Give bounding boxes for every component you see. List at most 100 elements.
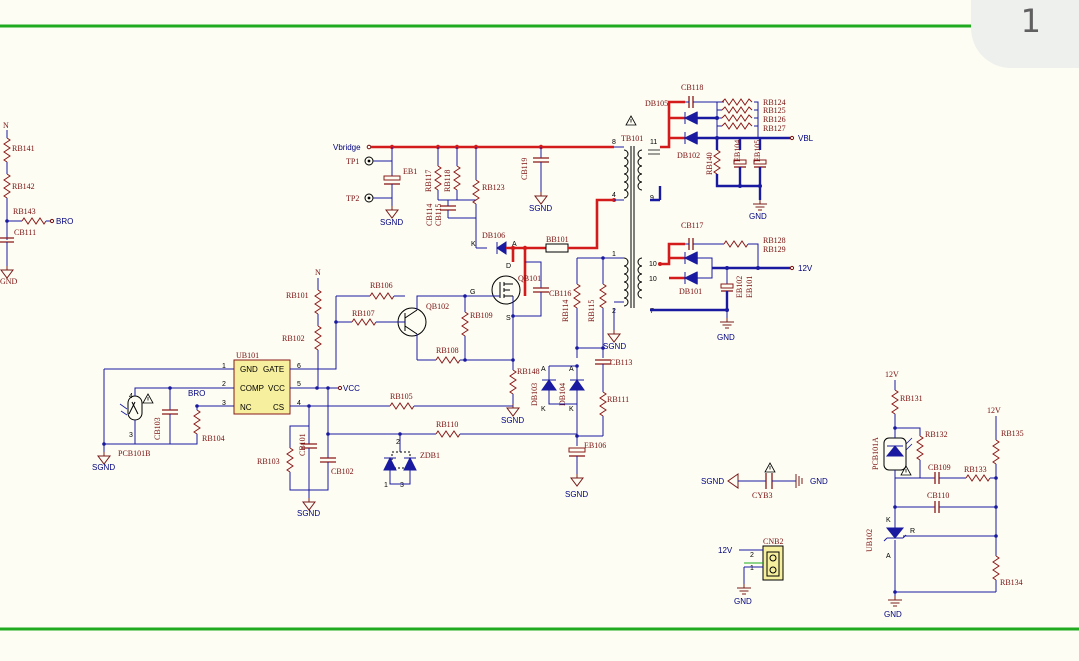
transformer-tb101: TB101 8 4 11 9 1 2 10 10 7 SGND xyxy=(603,115,660,351)
rb117-label: RB117 xyxy=(424,170,433,192)
tb101-pin-8: 8 xyxy=(612,139,616,146)
ub102-pin-k: K xyxy=(886,517,891,524)
cb110-label: CB110 xyxy=(927,491,949,500)
tp1-label: TP1 xyxy=(346,157,359,166)
cb101-label: CB101 xyxy=(298,433,307,456)
tb101-label: TB101 xyxy=(621,134,643,143)
net-label-bro-ub101: BRO xyxy=(188,389,205,398)
ub101-pinnum-2: 2 xyxy=(222,381,226,388)
eb102-label: EB102 xyxy=(735,276,744,298)
net-label-12v-fb: 12V xyxy=(885,370,899,379)
pcb101a-label: PCB101A xyxy=(871,437,880,470)
gnd-label-cyb3: GND xyxy=(810,477,828,486)
eb101-label: EB101 xyxy=(745,276,754,298)
db103-label: DB103 xyxy=(530,383,539,406)
controller-ub101: UB101 GND GATE COMP VCC NC CS 1 2 3 6 5 … xyxy=(92,268,577,518)
eb106-label: EB106 xyxy=(584,441,606,450)
gnd-label-vbl: GND xyxy=(749,212,767,221)
rb101-label: RB101 xyxy=(286,291,309,300)
cnb2-label: CNB2 xyxy=(763,537,783,546)
rb109-label: RB109 xyxy=(470,311,493,320)
db106-pin-a: A xyxy=(512,241,517,248)
net-label-12v-cnb2: 12V xyxy=(718,546,733,555)
rb111-label: RB111 xyxy=(607,395,629,404)
ub101-pinnum-3: 3 xyxy=(222,400,226,407)
rb141-label: RB141 xyxy=(12,144,35,153)
rb105-label: RB105 xyxy=(390,392,413,401)
rb143-label: RB143 xyxy=(13,207,36,216)
rb123-label: RB123 xyxy=(482,183,505,192)
cb109-label: CB109 xyxy=(928,463,951,472)
cb116-label: CB116 xyxy=(549,289,571,298)
qb102-label: QB102 xyxy=(426,302,449,311)
cb115-label: CB115 xyxy=(434,204,443,226)
pcb101b-label: PCB101B xyxy=(118,449,150,458)
rb148-label: RB148 xyxy=(517,367,540,376)
rb110-label: RB110 xyxy=(436,420,458,429)
cb113-label: CB113 xyxy=(610,358,632,367)
page-badge: 1 xyxy=(971,0,1079,68)
zdb1-pin-3: 3 xyxy=(400,482,404,489)
eb104-label: EB104 xyxy=(733,140,742,162)
rb114-label: RB114 xyxy=(561,300,570,322)
net-label-12v-rb135: 12V xyxy=(987,406,1001,415)
sgnd-label-cyb3: SGND xyxy=(701,477,724,486)
ub101-pinnum-4: 4 xyxy=(297,400,301,407)
ub101-pin-cs: CS xyxy=(273,403,284,412)
rb106-label: RB106 xyxy=(370,281,393,290)
bro-divider: N RB141 RB142 RB143 BRO CB111 GND xyxy=(0,121,73,286)
rb102-label: RB102 xyxy=(282,334,305,343)
ub101-pin-nc: NC xyxy=(240,403,252,412)
rb128-label: RB128 xyxy=(763,236,786,245)
db103-pin-a: A xyxy=(541,366,546,373)
rb133-label: RB133 xyxy=(964,465,987,474)
sgnd-label-eb1: SGND xyxy=(380,218,403,227)
net-label-n-left: N xyxy=(3,121,9,130)
tb101-pin-7: 7 xyxy=(650,308,654,315)
switching-stage: QB101 G D S CB116 RB114 RB115 CB113 RB11… xyxy=(336,248,632,499)
db104-pin-k: K xyxy=(569,406,574,413)
zdb1-label: ZDB1 xyxy=(420,451,440,460)
db101-label: DB101 xyxy=(679,287,702,296)
net-label-vbl: VBL xyxy=(798,134,814,143)
input-section: Vbridge TP1 TP2 EB1 SGND RB117 RB118 CB1… xyxy=(333,143,616,255)
db105-label: DB105 xyxy=(645,99,668,108)
bb101-label: BB101 xyxy=(546,235,569,244)
tb101-pin-9: 9 xyxy=(650,195,654,202)
db104-pin-a: A xyxy=(569,366,574,373)
zdb1-pin-1: 1 xyxy=(384,482,388,489)
secondary-12v: CB117 RB128 RB129 DB101 12V EB102 EB101 … xyxy=(650,221,813,342)
sgnd-label-tb101: SGND xyxy=(603,342,626,351)
cb114-label: CB114 xyxy=(425,204,434,226)
sgnd-label-eb106: SGND xyxy=(565,490,588,499)
gnd-label-12v: GND xyxy=(717,333,735,342)
cyb3-label: CYB3 xyxy=(752,491,772,500)
page-number: 1 xyxy=(1020,2,1041,40)
net-label-vcc: VCC xyxy=(343,384,360,393)
db106-label: DB106 xyxy=(482,231,505,240)
gnd-label-cnb2: GND xyxy=(734,597,752,606)
zdb1-pin-2: 2 xyxy=(396,439,400,446)
db106-pin-k: K xyxy=(471,241,476,248)
qb101-pin-g: G xyxy=(470,289,475,296)
rb107-label: RB107 xyxy=(352,309,375,318)
sgnd-label-rb148: SGND xyxy=(501,416,524,425)
net-label-bro-left: BRO xyxy=(56,217,73,226)
rb118-label: RB118 xyxy=(443,170,452,192)
cb118-label: CB118 xyxy=(681,83,703,92)
feedback-block: 12V RB131 RB132 PCB101A CB109 RB133 12V … xyxy=(865,370,1024,619)
ub101-pinnum-1: 1 xyxy=(222,363,226,370)
sgnd-label-cb119: SGND xyxy=(529,204,552,213)
secondary-vbl: DB105 CB118 DB102 RB124 RB125 RB126 RB12… xyxy=(645,83,814,221)
rb104-label: RB104 xyxy=(202,434,225,443)
cb102-label: CB102 xyxy=(331,467,354,476)
tp2-label: TP2 xyxy=(346,194,359,203)
rb131-label: RB131 xyxy=(900,394,923,403)
ub102-label: UB102 xyxy=(865,529,874,552)
ub101-label: UB101 xyxy=(236,351,259,360)
tb101-pin-1: 1 xyxy=(612,251,616,258)
rb129-label: RB129 xyxy=(763,245,786,254)
net-label-vbridge: Vbridge xyxy=(333,143,361,152)
rb126-label: RB126 xyxy=(763,115,786,124)
